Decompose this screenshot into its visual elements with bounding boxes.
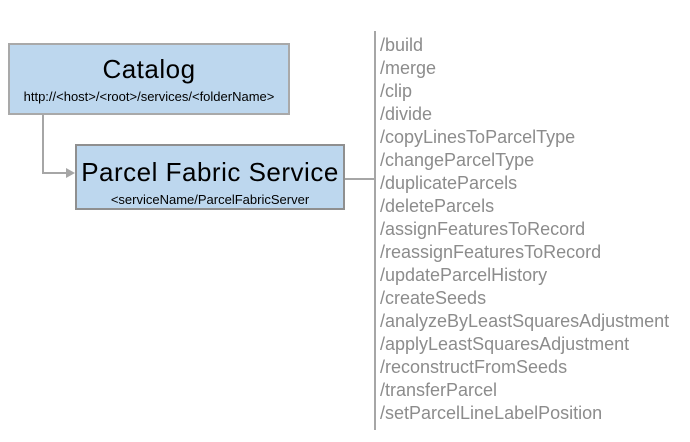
catalog-to-service-connector-horizontal — [42, 172, 68, 174]
endpoint-item: /build — [380, 35, 424, 55]
endpoint-item: /deleteParcels — [380, 196, 495, 216]
parcel-fabric-service-box: Parcel Fabric Service <serviceName/Parce… — [75, 144, 345, 210]
catalog-title: Catalog — [102, 54, 196, 84]
parcel-fabric-service-path: <serviceName/ParcelFabricServer — [110, 192, 310, 207]
endpoint-item: /assignFeaturesToRecord — [380, 219, 586, 239]
endpoint-item: /analyzeByLeastSquaresAdjustment — [380, 311, 670, 331]
endpoint-item: /copyLinesToParcelType — [380, 127, 576, 147]
parcel-fabric-service-title: Parcel Fabric Service — [81, 157, 339, 187]
endpoint-item: /setParcelLineLabelPosition — [380, 403, 603, 423]
endpoint-item: /transferParcel — [380, 380, 498, 400]
catalog-box: Catalog http://<host>/<root>/services/<f… — [8, 43, 290, 115]
endpoint-item: /reassignFeaturesToRecord — [380, 242, 602, 262]
endpoint-item: /merge — [380, 58, 437, 78]
endpoint-item: /divide — [380, 104, 433, 124]
endpoint-item: /updateParcelHistory — [380, 265, 548, 285]
endpoint-item: /createSeeds — [380, 288, 487, 308]
service-to-endpoints-connector — [345, 178, 374, 180]
endpoint-item: /clip — [380, 81, 413, 101]
endpoint-item: /applyLeastSquaresAdjustment — [380, 334, 630, 354]
arrowhead-icon — [66, 168, 75, 178]
catalog-to-service-connector-vertical — [42, 115, 44, 174]
catalog-url: http://<host>/<root>/services/<folderNam… — [23, 89, 275, 104]
endpoint-item: /reconstructFromSeeds — [380, 357, 568, 377]
endpoint-item: /duplicateParcels — [380, 173, 518, 193]
endpoint-list: /build/merge/clip/divide/copyLinesToParc… — [380, 34, 669, 425]
endpoints-divider-line — [374, 31, 376, 430]
endpoint-item: /changeParcelType — [380, 150, 535, 170]
